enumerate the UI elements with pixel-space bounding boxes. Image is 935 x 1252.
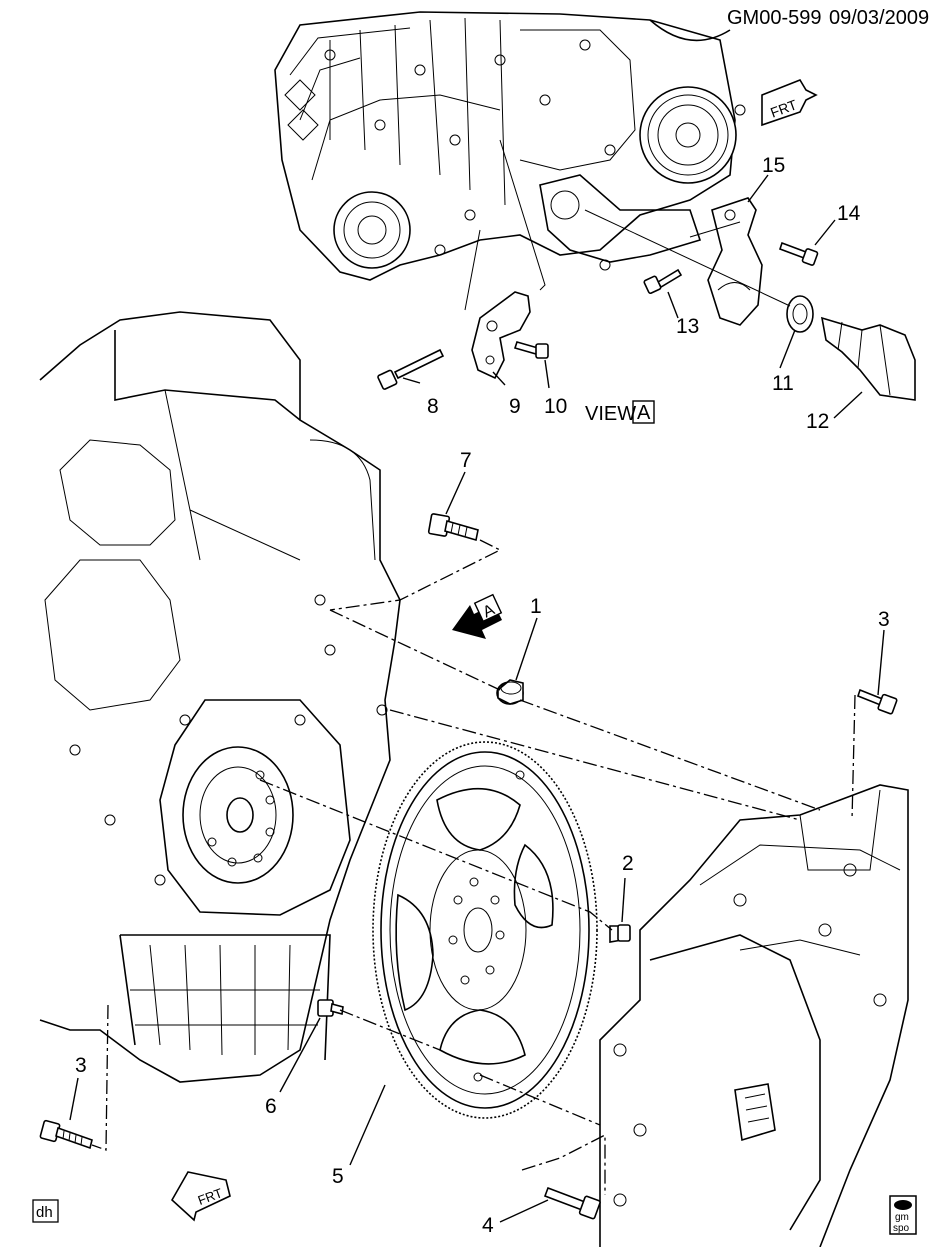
part-8-bolt (377, 348, 445, 390)
view-label: VIEW (585, 403, 636, 425)
part-15-bracket (707, 197, 763, 326)
callout-9: 9 (509, 395, 521, 418)
gm-spo-logo: gm spo (889, 1195, 917, 1235)
part-11-seal (786, 295, 814, 333)
part-12-shaft (820, 316, 916, 401)
callout-7: 7 (460, 449, 472, 472)
part-1-dowel (496, 679, 524, 705)
front-arrow-top-icon: FRT (761, 79, 818, 127)
part-5-flexplate (372, 741, 598, 1119)
transmission-illustration (599, 784, 909, 1248)
callout-3-left: 3 (75, 1054, 87, 1077)
svg-text:spo: spo (893, 1223, 910, 1234)
view-letter-box (632, 400, 655, 424)
callout-13: 13 (676, 315, 699, 338)
view-letter: A (637, 402, 651, 424)
callout-4: 4 (482, 1214, 494, 1237)
part-2-bolt (609, 924, 631, 943)
part-3-bolt-right (857, 688, 898, 715)
callout-10: 10 (544, 395, 567, 418)
callout-6: 6 (265, 1095, 277, 1118)
engine-block-illustration (39, 311, 401, 1083)
part-9-mount (471, 291, 531, 380)
part-14-bolt (778, 241, 819, 266)
part-4-bolt (543, 1186, 601, 1220)
part-6-bolt (317, 999, 344, 1017)
corner-badge-dh: dh (32, 1199, 59, 1223)
callout-11: 11 (772, 372, 794, 395)
diagram-id: GM00-599 (727, 7, 822, 29)
callout-12: 12 (806, 410, 829, 433)
front-arrow-bottom-icon: FRT (170, 1171, 231, 1222)
callout-3-right: 3 (878, 608, 890, 631)
diagram-date: 09/03/2009 (829, 7, 929, 29)
view-a-engine-illustration (274, 11, 746, 281)
callout-2: 2 (622, 852, 634, 875)
svg-text:gm: gm (895, 1212, 909, 1223)
part-10-bolt (513, 341, 549, 359)
part-13-bolt (643, 268, 683, 295)
callout-14: 14 (837, 202, 861, 225)
section-arrow-a: A (452, 593, 503, 639)
callout-15: 15 (762, 154, 785, 177)
part-3-bolt-left (39, 1119, 93, 1150)
part-7-bolt (427, 513, 479, 542)
svg-text:dh: dh (36, 1204, 53, 1221)
callout-5: 5 (332, 1165, 344, 1188)
callout-1: 1 (530, 595, 542, 618)
callout-8: 8 (427, 395, 439, 418)
